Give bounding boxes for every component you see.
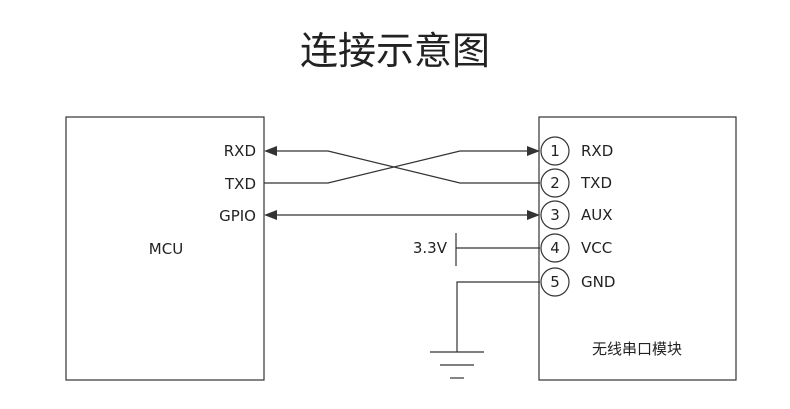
arrow-into-module-aux bbox=[527, 210, 540, 220]
module-pin-1: 1 RXD bbox=[540, 136, 613, 166]
wireless-module-label: 无线串口模块 bbox=[592, 340, 682, 358]
module-pin-label: VCC bbox=[581, 239, 612, 257]
arrow-into-mcu-gpio bbox=[264, 210, 277, 220]
pin-number: 3 bbox=[550, 206, 560, 224]
pin-number-circle bbox=[540, 200, 570, 230]
mcu-pin-txd-label: TXD bbox=[224, 175, 256, 193]
module-pin-label: GND bbox=[581, 273, 615, 291]
wire-gnd bbox=[456, 281, 540, 352]
module-pin-label: AUX bbox=[581, 206, 613, 224]
pin-number-circle bbox=[540, 136, 570, 166]
mcu-pin-gpio-label: GPIO bbox=[219, 207, 256, 225]
pin-number: 2 bbox=[550, 174, 560, 192]
module-pin-label: RXD bbox=[581, 142, 613, 160]
module-pin-label: TXD bbox=[580, 174, 612, 192]
arrow-into-module-rxd bbox=[527, 146, 540, 156]
mcu-block bbox=[65, 116, 265, 381]
module-pin-2: 2 TXD bbox=[540, 168, 612, 198]
pin-number-circle bbox=[540, 267, 570, 297]
wire-mcu-txd-to-module-rxd bbox=[264, 150, 531, 184]
pin-number-circle bbox=[540, 168, 570, 198]
wire-module-txd-to-mcu-rxd bbox=[274, 150, 540, 184]
pin-number: 5 bbox=[550, 273, 560, 291]
pin-number: 1 bbox=[550, 142, 560, 160]
power-voltage-label: 3.3V bbox=[413, 239, 448, 257]
mcu-label: MCU bbox=[149, 240, 183, 258]
diagram-title: 连接示意图 bbox=[300, 29, 490, 73]
pin-number: 4 bbox=[550, 239, 560, 257]
module-pin-5: 5 GND bbox=[540, 267, 615, 297]
mcu-pin-rxd-label: RXD bbox=[224, 142, 256, 160]
arrow-into-mcu-rxd bbox=[264, 146, 277, 156]
module-pin-4: 4 VCC bbox=[540, 233, 612, 263]
pin-number-circle bbox=[540, 233, 570, 263]
module-pin-3: 3 AUX bbox=[540, 200, 613, 230]
